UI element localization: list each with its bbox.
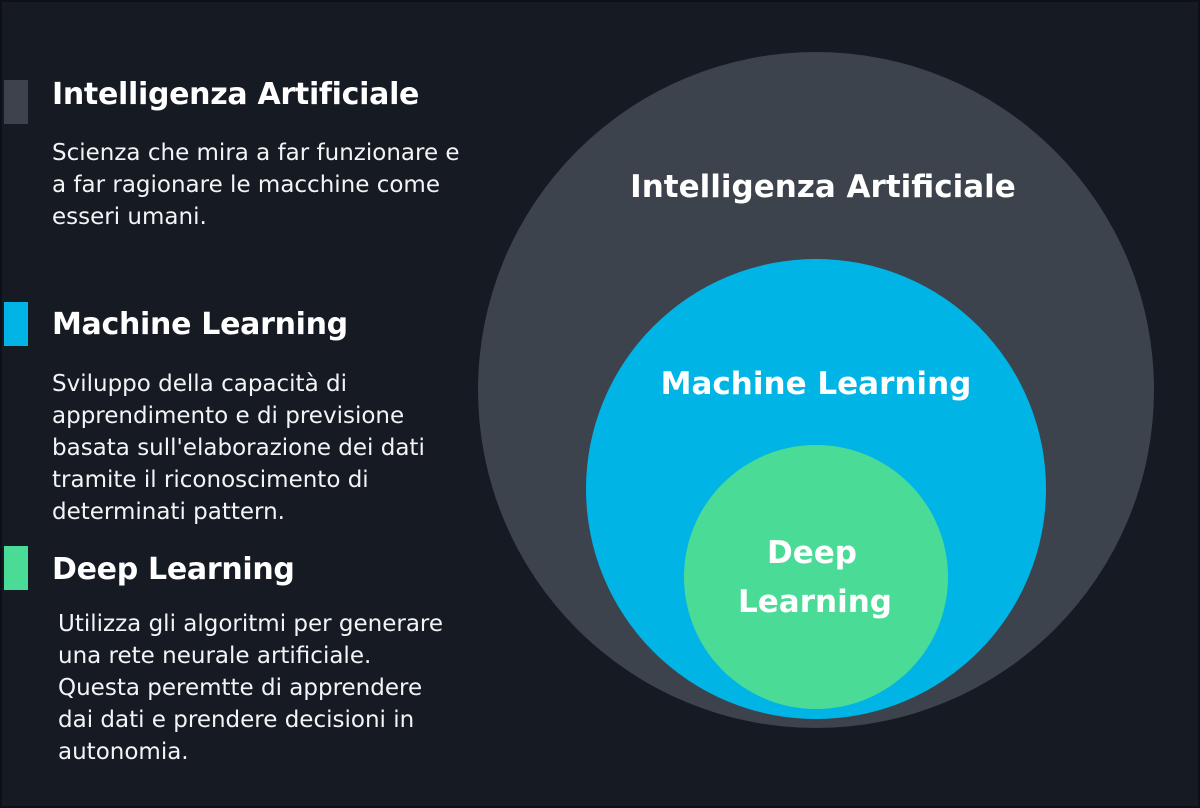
ai-legend-description: Scienza che mira a far funzionare e a fa…	[52, 140, 460, 230]
dl-legend-description: Utilizza gli algoritmi per generare una …	[58, 611, 444, 765]
dl-circle-label-line1: Deep	[767, 535, 857, 571]
ai-color-marker	[4, 80, 28, 124]
ml-legend-title: Machine Learning	[52, 307, 348, 342]
ml-circle-label: Machine Learning	[661, 366, 972, 402]
dl-legend-title: Deep Learning	[52, 552, 295, 587]
dl-circle-label-line2: Learning	[738, 584, 892, 620]
ml-legend-description: Sviluppo della capacità di apprendimento…	[52, 371, 425, 525]
dl-color-marker	[4, 546, 28, 590]
ai-circle-label: Intelligenza Artificiale	[630, 169, 1016, 205]
ai-legend-title: Intelligenza Artificiale	[52, 77, 420, 112]
dl-circle	[684, 445, 948, 709]
ml-color-marker	[4, 302, 28, 346]
